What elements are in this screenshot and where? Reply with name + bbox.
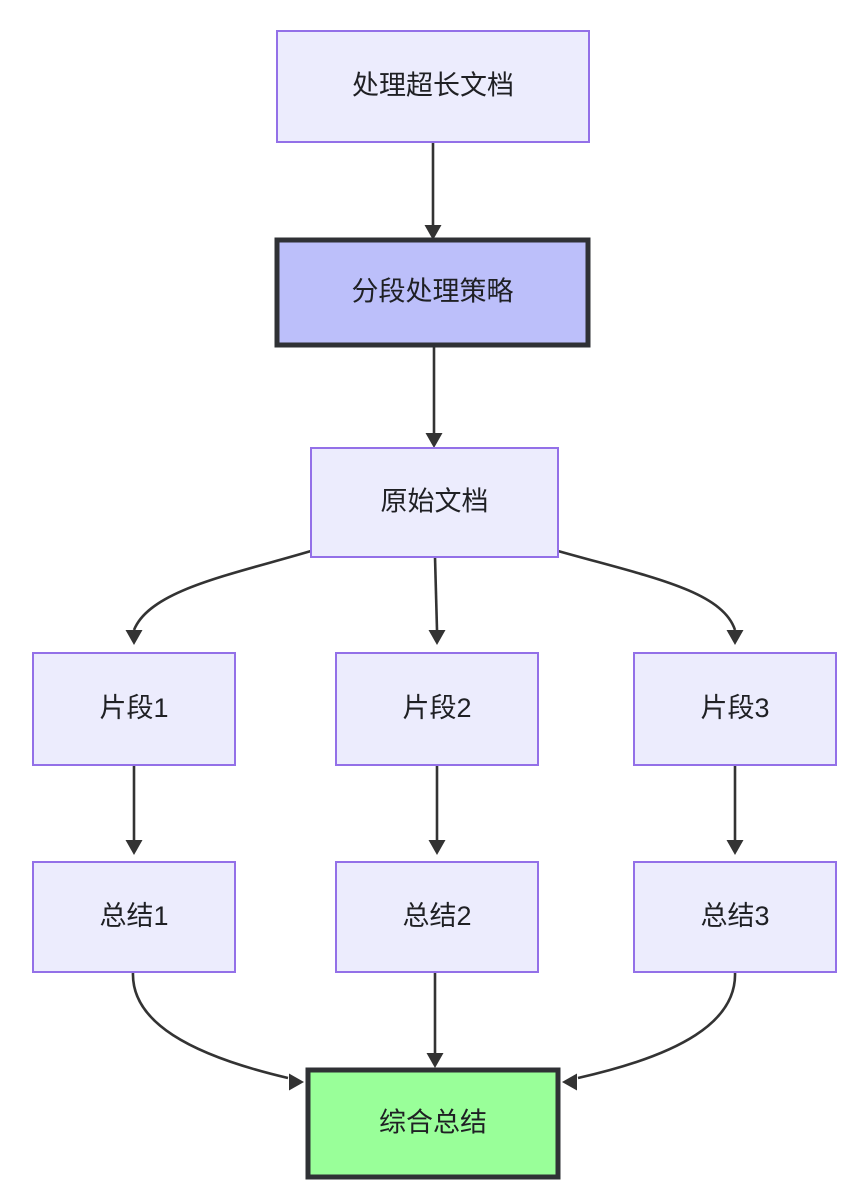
node-label: 原始文档 — [381, 487, 489, 517]
arrow-head-icon — [424, 225, 442, 240]
node-box[interactable] — [274, 237, 591, 348]
node-label: 综合总结 — [379, 1108, 487, 1138]
node-label: 片段2 — [402, 693, 471, 723]
edge-n3-to-n5 — [428, 556, 446, 645]
flow-node-n5[interactable]: 片段2 — [335, 652, 539, 766]
flow-node-n4[interactable]: 片段1 — [32, 652, 236, 766]
edge-n1-to-n2 — [424, 142, 442, 240]
arrow-head-icon — [125, 840, 143, 855]
edge-n2-to-n3 — [425, 345, 443, 448]
edge-line — [131, 971, 289, 1080]
edge-n3-to-n4 — [125, 549, 312, 645]
arrow-head-icon — [726, 840, 744, 855]
node-label: 处理超长文档 — [352, 71, 514, 101]
node-label: 总结2 — [402, 901, 471, 931]
arrow-head-icon — [125, 630, 143, 645]
edge-line — [132, 549, 312, 631]
flow-node-n9[interactable]: 总结3 — [633, 861, 837, 973]
arrow-head-icon — [562, 1073, 577, 1091]
edge-n7-to-n10 — [131, 971, 304, 1091]
node-label: 片段3 — [700, 693, 769, 723]
node-label: 分段处理策略 — [352, 277, 514, 307]
arrow-head-icon — [289, 1073, 304, 1091]
node-box[interactable] — [335, 652, 539, 766]
arrow-head-icon — [428, 840, 446, 855]
node-box[interactable] — [276, 30, 590, 143]
node-label: 总结3 — [700, 901, 769, 931]
edge-line — [433, 556, 439, 631]
flow-node-n8[interactable]: 总结2 — [335, 861, 539, 973]
arrow-head-icon — [426, 1053, 444, 1068]
flow-node-n6[interactable]: 片段3 — [633, 652, 837, 766]
node-box[interactable] — [310, 447, 559, 558]
node-box[interactable] — [32, 861, 236, 973]
node-box[interactable] — [305, 1067, 561, 1180]
node-box[interactable] — [633, 861, 837, 973]
flow-node-n1[interactable]: 处理超长文档 — [276, 30, 590, 143]
arrow-head-icon — [428, 630, 446, 645]
node-box[interactable] — [633, 652, 837, 766]
edge-n9-to-n10 — [562, 971, 737, 1091]
edge-n6-to-n9 — [726, 765, 744, 855]
flow-node-n7[interactable]: 总结1 — [32, 861, 236, 973]
node-label: 片段1 — [99, 693, 168, 723]
edge-n5-to-n8 — [428, 765, 446, 855]
arrow-head-icon — [726, 630, 744, 645]
flow-node-n10[interactable]: 综合总结 — [305, 1067, 561, 1180]
edges-layer — [125, 142, 744, 1091]
edge-line — [577, 971, 737, 1080]
edge-n8-to-n10 — [426, 972, 444, 1068]
edge-n4-to-n7 — [125, 765, 143, 855]
flow-node-n2[interactable]: 分段处理策略 — [274, 237, 591, 348]
node-label: 总结1 — [99, 901, 168, 931]
arrow-head-icon — [425, 433, 443, 448]
flow-node-n3[interactable]: 原始文档 — [310, 447, 559, 558]
node-box[interactable] — [335, 861, 539, 973]
edge-line — [557, 549, 737, 631]
node-box[interactable] — [32, 652, 236, 766]
edge-n3-to-n6 — [557, 549, 744, 645]
